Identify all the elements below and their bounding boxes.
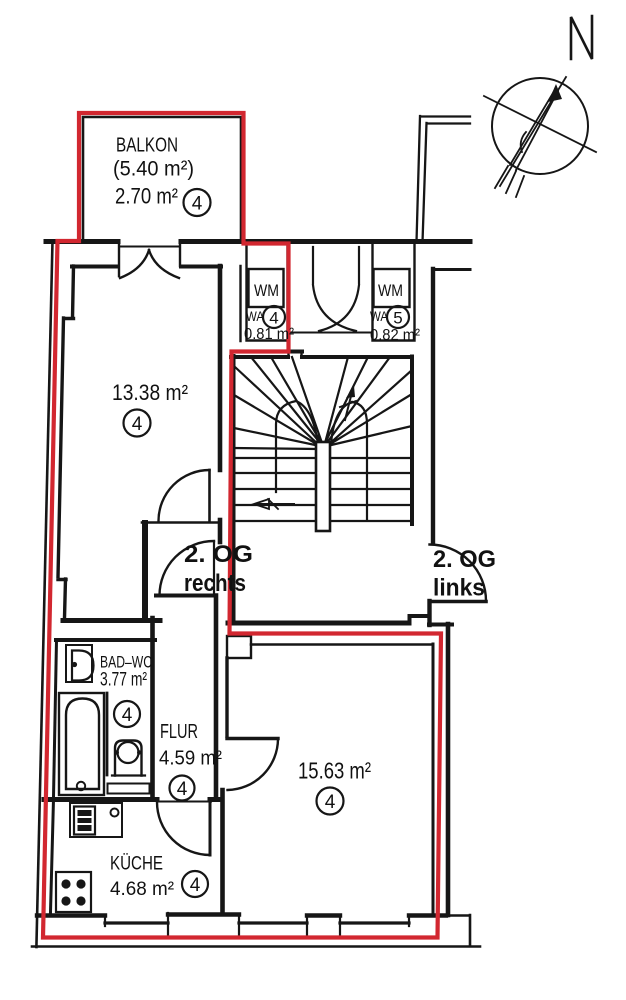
svg-text:5: 5 — [393, 309, 402, 328]
svg-text:links: links — [433, 575, 485, 602]
svg-text:WA: WA — [246, 309, 264, 324]
svg-text:0.82 m²: 0.82 m² — [370, 327, 421, 344]
svg-text:WM: WM — [254, 281, 279, 300]
svg-text:2. OG: 2. OG — [433, 546, 496, 573]
svg-text:(5.40 m²): (5.40 m²) — [113, 158, 194, 181]
svg-text:4.59 m²: 4.59 m² — [159, 748, 222, 770]
svg-text:4: 4 — [132, 414, 143, 435]
svg-text:KÜCHE: KÜCHE — [110, 854, 163, 875]
svg-text:4: 4 — [122, 705, 133, 726]
svg-text:13.38 m²: 13.38 m² — [112, 380, 188, 405]
svg-text:BAD–WC: BAD–WC — [100, 653, 152, 672]
svg-text:2. OG: 2. OG — [184, 541, 253, 568]
svg-text:2.70 m²: 2.70 m² — [115, 184, 178, 209]
svg-text:4.68 m²: 4.68 m² — [110, 879, 174, 900]
svg-text:4: 4 — [177, 779, 188, 800]
svg-text:rechts: rechts — [184, 570, 246, 597]
svg-text:0.81 m²: 0.81 m² — [244, 326, 295, 343]
svg-text:15.63 m²: 15.63 m² — [298, 758, 371, 784]
svg-text:4: 4 — [190, 875, 201, 896]
svg-text:4: 4 — [269, 309, 278, 328]
svg-text:BALKON: BALKON — [116, 135, 178, 157]
svg-text:4: 4 — [192, 194, 203, 215]
svg-text:WA: WA — [370, 309, 388, 324]
svg-text:FLUR: FLUR — [160, 721, 198, 743]
svg-text:3.77 m²: 3.77 m² — [100, 670, 147, 691]
svg-text:4: 4 — [325, 792, 336, 813]
svg-text:WM: WM — [378, 281, 403, 300]
